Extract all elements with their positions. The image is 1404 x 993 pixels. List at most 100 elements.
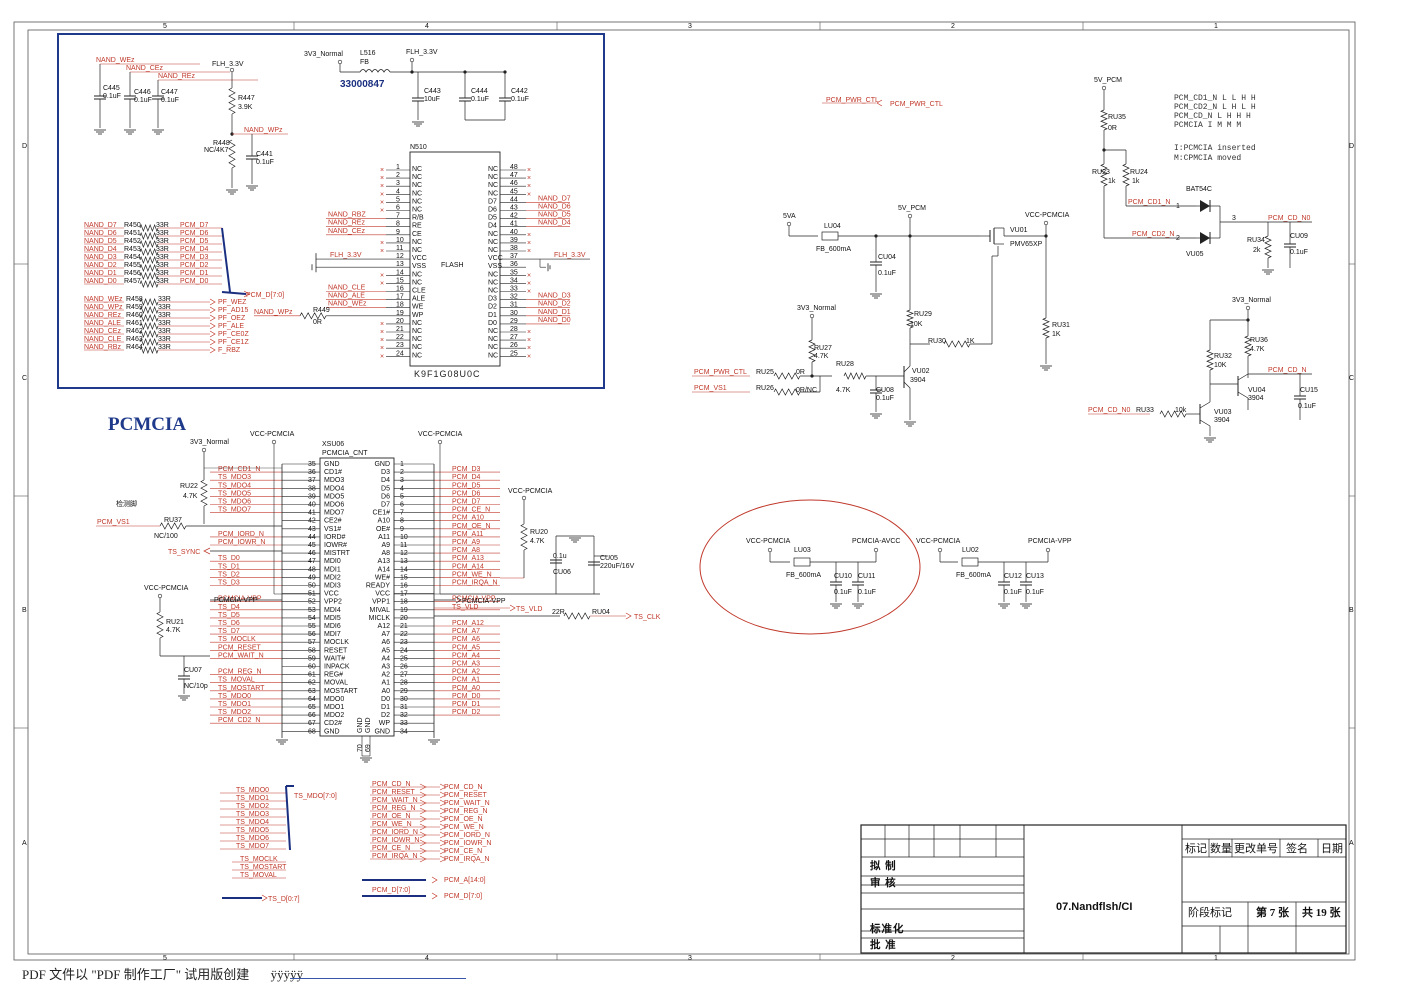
ru26-value: 0R/NC bbox=[796, 387, 817, 394]
nand-pin-left-num: 23 bbox=[396, 342, 404, 349]
mdo-bus bbox=[285, 785, 291, 851]
ferrite-lu04 bbox=[821, 231, 839, 241]
power-tap bbox=[1101, 85, 1107, 91]
nand-pin-left-name: NC bbox=[412, 320, 422, 327]
truth-table-row: PCM_CD_N L H H H bbox=[1174, 112, 1251, 121]
data-res-ref: R456 bbox=[124, 270, 141, 277]
port-arrow bbox=[209, 314, 216, 322]
pcm-cd-n-out: PCM_CD_N bbox=[1268, 367, 1307, 374]
cu09-label: CU09 bbox=[1290, 233, 1308, 240]
nand-ctrl-net: NAND_WEz bbox=[328, 301, 367, 308]
nand-pin-left-name: NC bbox=[412, 352, 422, 359]
pcm-right-net: PCMCIA-VPP bbox=[452, 596, 496, 603]
data-res-ref: R457 bbox=[124, 278, 141, 285]
pcm-pin-left-num: 54 bbox=[308, 615, 316, 622]
pcm-pin-left-num: 50 bbox=[308, 583, 316, 590]
ru27-label: RU27 bbox=[814, 345, 832, 352]
pcm-pin-left-num: 49 bbox=[308, 574, 316, 581]
port-arrow bbox=[439, 799, 447, 807]
ctrl-res-value: 33R bbox=[158, 328, 171, 335]
pcm-pin-left-name: MDI6 bbox=[324, 623, 341, 630]
power-tap bbox=[873, 547, 879, 553]
ctrl-res-ref: R461 bbox=[126, 320, 143, 327]
pcm-pin-right-num: 8 bbox=[400, 518, 404, 525]
ru29-value: 10K bbox=[910, 321, 923, 328]
lu04-label: LU04 bbox=[824, 223, 841, 230]
pcm-pin-right-name: D0 bbox=[381, 696, 390, 703]
nand-data-net: NAND_D2 bbox=[538, 301, 571, 308]
pcm-left-net: PCM_RESET bbox=[218, 644, 262, 651]
pcm-pin-left-num: 44 bbox=[308, 534, 316, 541]
data-in-net: NAND_D0 bbox=[84, 278, 117, 285]
pcm-left-net: PCM_CD2_N bbox=[218, 717, 260, 724]
vcc-pcmcia-label: VCC-PCMCIA bbox=[1025, 212, 1070, 219]
nc-mark: × bbox=[380, 280, 384, 287]
title-block-frame bbox=[860, 824, 1347, 954]
pcm-right-net: PCM_A6 bbox=[452, 636, 480, 643]
ru28 bbox=[843, 372, 867, 380]
pcm-left-bus-net: PCM_CD_N bbox=[372, 781, 411, 788]
mdo-net: TS_MDO4 bbox=[236, 819, 269, 826]
grid-left-label: A bbox=[22, 840, 27, 847]
nand-pins: NC1×NC2×NC3×NC4×NC5×NC6×R/B7RE8CE9NC10×N… bbox=[254, 164, 590, 360]
ctrl-res-value: 33R bbox=[158, 336, 171, 343]
power-tap bbox=[437, 439, 443, 445]
port-arrow bbox=[209, 330, 216, 338]
lu04-value: FB_600mA bbox=[816, 246, 851, 253]
revision-header: 签名 bbox=[1286, 841, 1308, 855]
ru30 bbox=[943, 340, 971, 348]
data-in-net: NAND_D2 bbox=[84, 262, 117, 269]
nand-pin-right-name: NC bbox=[488, 190, 498, 197]
wire bbox=[903, 365, 911, 373]
wire bbox=[903, 381, 911, 389]
pcm-pin-right-num: 18 bbox=[400, 599, 408, 606]
ru36 bbox=[1244, 335, 1252, 357]
grid-top-label: 1 bbox=[1214, 23, 1218, 30]
grid-top-label: 5 bbox=[163, 23, 167, 30]
grid-left-label: B bbox=[22, 607, 27, 614]
mdo-net: TS_MDO1 bbox=[236, 795, 269, 802]
port-arrow bbox=[439, 815, 447, 823]
pcm-right-net: PCM_CE_N bbox=[452, 507, 490, 514]
approval-role: 审 核 bbox=[870, 876, 897, 889]
ru31 bbox=[1042, 317, 1050, 339]
nand-pin-right-num: 41 bbox=[510, 221, 518, 228]
pcm-left-net: TS_MDO0 bbox=[218, 693, 251, 700]
nand-pin-left-name: NC bbox=[412, 239, 422, 246]
wpz-net: NAND_WPz bbox=[254, 309, 293, 316]
pcm-pin-left-num: 41 bbox=[308, 510, 316, 517]
approval-role: 标准化 bbox=[869, 922, 905, 935]
cd2-net: PCM_CD2_N bbox=[1132, 231, 1174, 238]
nand-pin-left-name: R/B bbox=[412, 215, 424, 222]
ru20 bbox=[520, 523, 528, 551]
pcm-pin-right-name: A0 bbox=[381, 688, 390, 695]
port-arrow bbox=[209, 298, 216, 306]
pcm-left-net: TS_MOSTART bbox=[218, 685, 265, 692]
data-resistor bbox=[139, 280, 159, 288]
lu03-value: FB_600mA bbox=[786, 572, 821, 579]
v3-label: 3V3_Normal bbox=[797, 305, 836, 312]
pcm-left-net: TS_MOVAL bbox=[218, 677, 255, 684]
port-arrow bbox=[431, 876, 438, 884]
pcm-pin-left-num: 53 bbox=[308, 607, 316, 614]
pcm-right-net: PCM_D2 bbox=[452, 709, 481, 716]
nand-pin-left-num: 12 bbox=[396, 253, 404, 260]
nand-pin-left-name: WP bbox=[412, 312, 424, 319]
mdo-net: TS_MDO0 bbox=[236, 787, 269, 794]
port-arrow bbox=[439, 823, 447, 831]
pcm-right-net: PCM_A3 bbox=[452, 661, 480, 668]
pcm-pin-left-name: MDO4 bbox=[324, 485, 344, 492]
pcm-pin-gnd-label: GND bbox=[365, 717, 372, 733]
cu15-value: 0.1uF bbox=[1298, 403, 1316, 410]
port-arrow bbox=[419, 831, 427, 839]
data-in-net: NAND_D4 bbox=[84, 246, 117, 253]
nand-ctrl-cap-net: NAND_REz bbox=[158, 73, 195, 80]
data-out-net: PCM_D3 bbox=[180, 254, 209, 261]
ctrl-res-value: 33R bbox=[158, 344, 171, 351]
nand-pin-left-num: 18 bbox=[396, 302, 404, 309]
data-res-value: 33R bbox=[156, 222, 169, 229]
revision-header: 数量 bbox=[1210, 842, 1232, 855]
pcm-pin-left-name: GND bbox=[324, 461, 340, 468]
pcm-pin-left-num: 35 bbox=[308, 461, 316, 468]
